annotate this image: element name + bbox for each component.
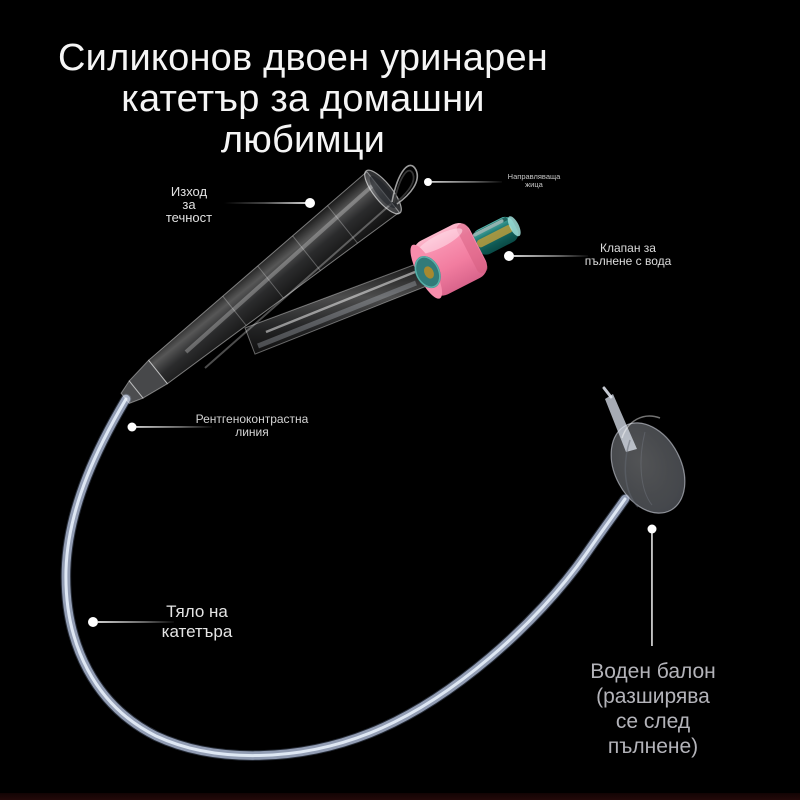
label-guide-wire: Направляваща жица — [507, 172, 561, 189]
leader-line-catheter-body — [98, 621, 174, 623]
bottom-strip — [0, 793, 800, 800]
guide-wire-loop — [391, 164, 418, 205]
valve-tip — [472, 216, 521, 255]
water-balloon — [602, 386, 686, 514]
leader-line-radiopaque — [136, 426, 212, 428]
funnel-mouth — [364, 169, 402, 215]
label-water-valve: Клапан за пълнене с вода — [584, 241, 672, 268]
leader-dot-water-balloon — [647, 524, 657, 534]
label-water-balloon: Воден балон (разширява се след пълнене) — [590, 660, 716, 758]
label-fluid-outlet: Изход за течност — [165, 184, 213, 225]
funnel-rings — [222, 205, 358, 326]
leader-dot-water-valve — [504, 251, 514, 261]
leader-line-fluid-outlet — [224, 202, 306, 204]
leader-dot-fluid-outlet — [305, 198, 315, 208]
leader-line-water-valve — [514, 255, 588, 257]
label-radiopaque-line: Рентгеноконтрастна линия — [195, 412, 309, 439]
leader-line-guide-wire — [432, 181, 502, 183]
leader-dot-guide-wire — [424, 178, 432, 186]
leader-dot-radiopaque — [127, 422, 137, 432]
label-catheter-body: Тяло на катетъра — [161, 602, 233, 641]
leader-line-water-balloon — [651, 533, 653, 646]
leader-dot-catheter-body — [88, 617, 98, 627]
catheter-tube — [60, 393, 631, 761]
drain-funnel — [120, 169, 402, 404]
page-title: Силиконов двоен уринарен катетър за дома… — [58, 37, 548, 161]
inflation-valve — [410, 216, 521, 299]
leader-lines — [88, 178, 657, 646]
